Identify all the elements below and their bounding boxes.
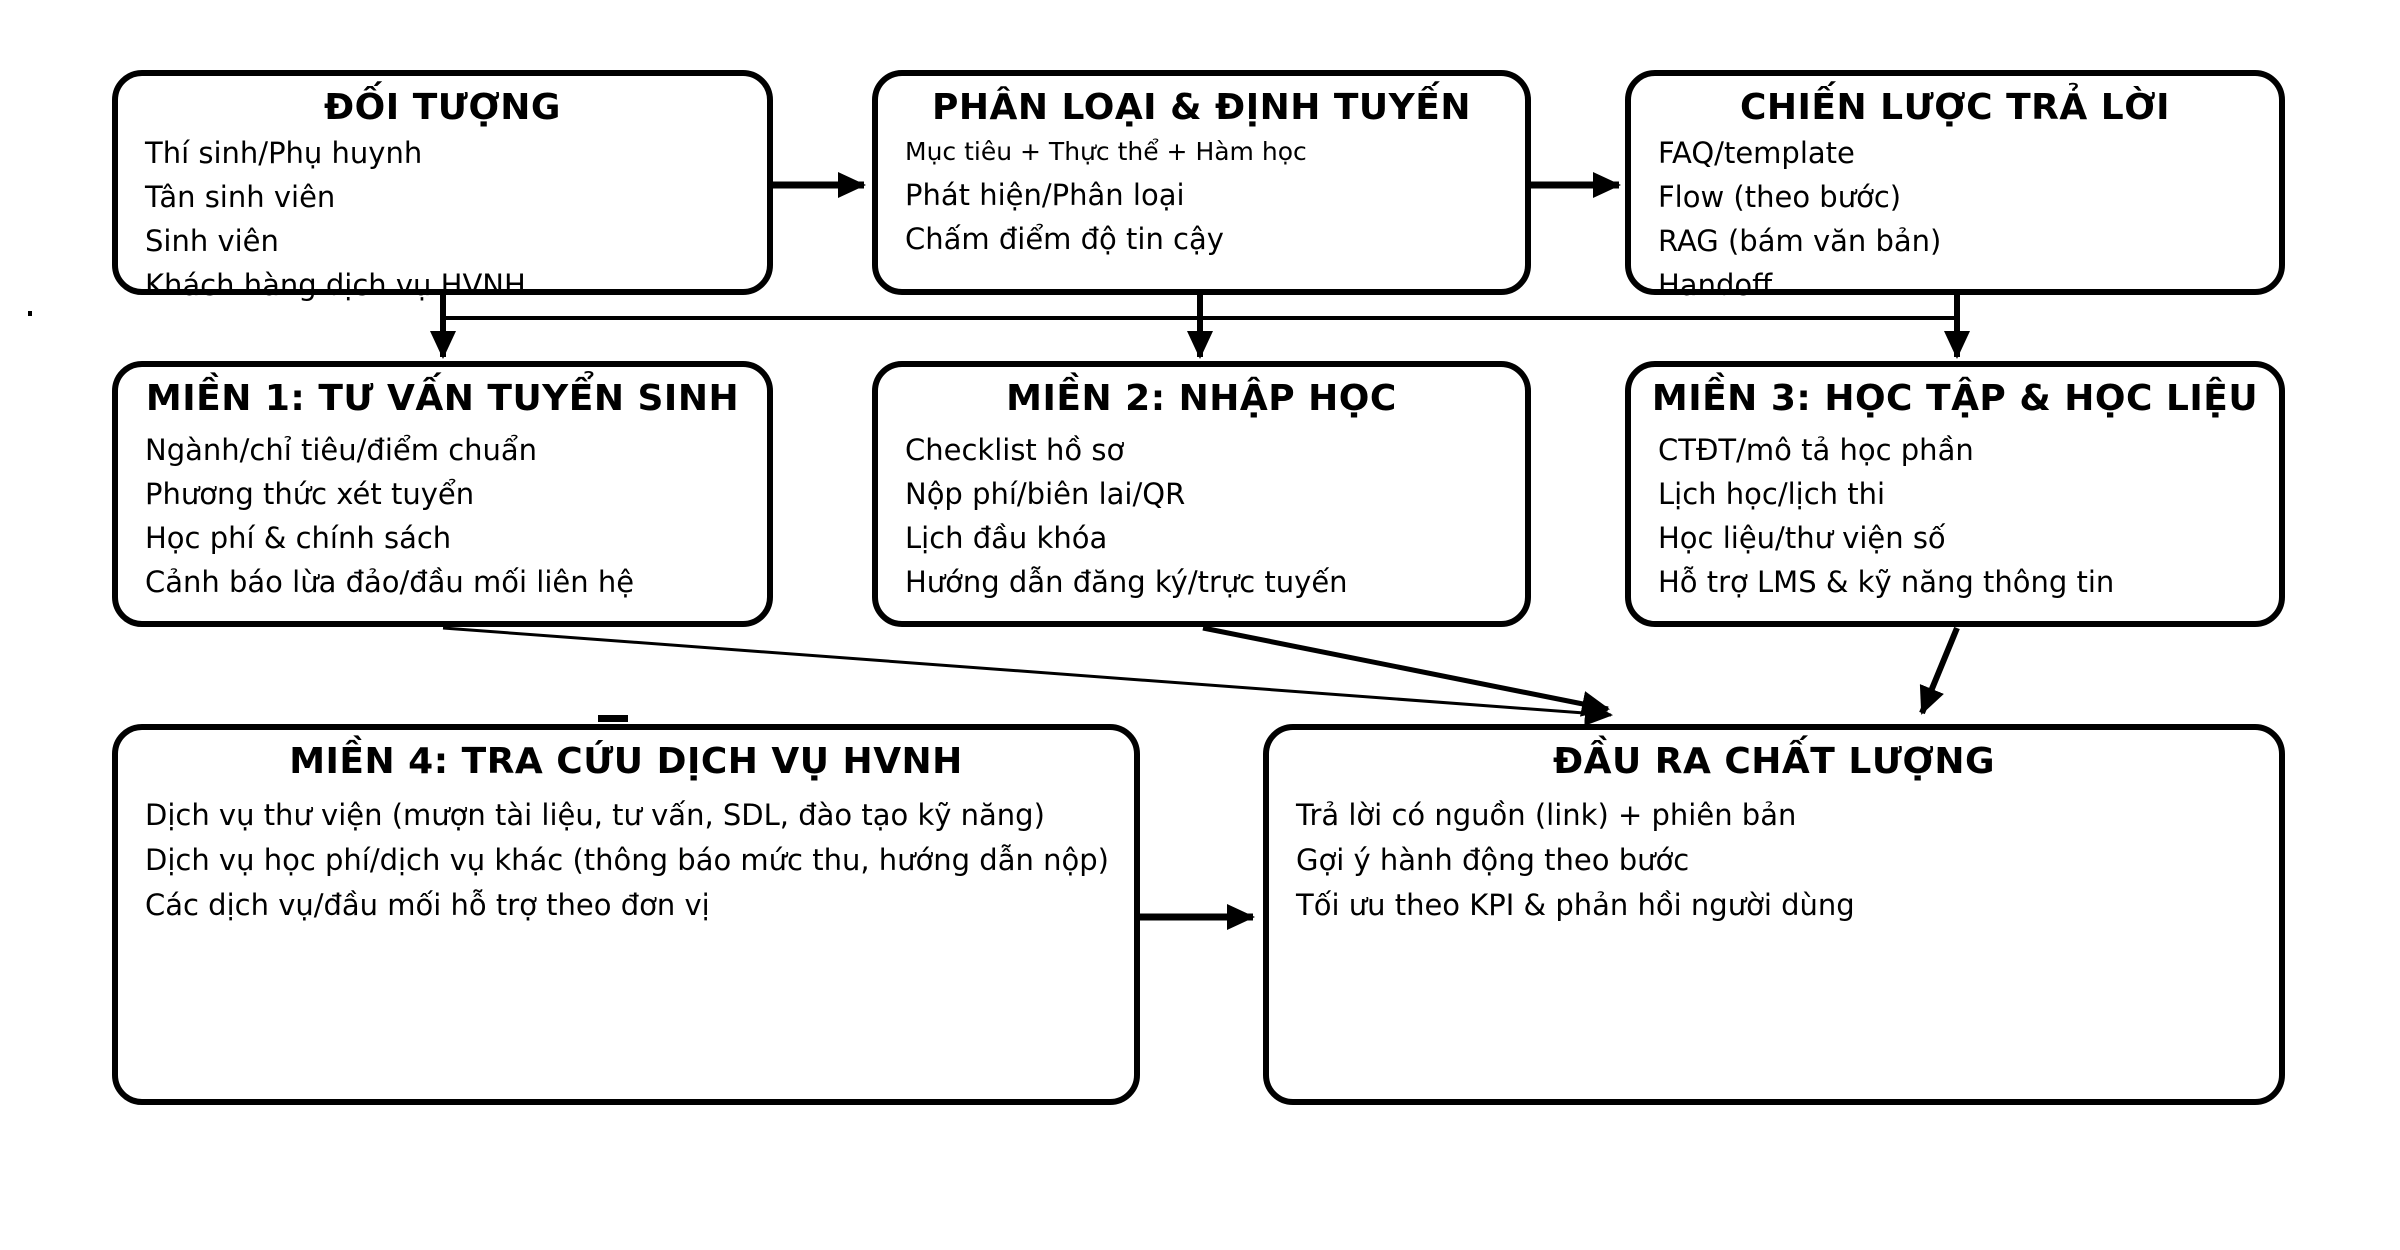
node-mien-1-tu-van-tuyen-sinh: MIỀN 1: TƯ VẤN TUYỂN SINH Ngành/chỉ tiêu… <box>112 361 773 627</box>
list-item: Lịch học/lịch thi <box>1658 477 1886 511</box>
arrow-mien3-to-daura <box>1919 626 1960 715</box>
list-item: Dịch vụ thư viện (mượn tài liệu, tư vấn,… <box>145 798 1045 832</box>
list-item: Thí sinh/Phụ huynh <box>145 136 423 170</box>
list-item: Các dịch vụ/đầu mối hỗ trợ theo đơn vị <box>145 888 710 922</box>
node-chien-luoc-tra-loi: CHIẾN LƯỢC TRẢ LỜI FAQ/template Flow (th… <box>1625 70 2285 302</box>
list-item: Trả lời có nguồn (link) + phiên bản <box>1296 798 1797 832</box>
arrow-mien1-to-daura <box>442 626 1613 727</box>
stray-dot-mark <box>28 311 32 316</box>
node-title: MIỀN 4: TRA CỨU DỊCH VỤ HVNH <box>289 741 963 782</box>
node-title: ĐẦU RA CHẤT LƯỢNG <box>1552 741 1996 782</box>
node-phan-loai-dinh-tuyen: PHÂN LOẠI & ĐỊNH TUYẾN Mục tiêu + Thực t… <box>872 70 1531 295</box>
node-item-list: Ngành/chỉ tiêu/điểm chuẩn Phương thức xé… <box>118 428 767 604</box>
list-item: Checklist hồ sơ <box>905 433 1125 467</box>
list-item: Tối ưu theo KPI & phản hồi người dùng <box>1296 888 1855 922</box>
node-title: MIỀN 3: HỌC TẬP & HỌC LIỆU <box>1651 378 2259 419</box>
node-mien-2-nhap-hoc: MIỀN 2: NHẬP HỌC Checklist hồ sơ Nộp phí… <box>872 361 1531 627</box>
list-item: CTĐT/mô tả học phần <box>1658 433 1974 467</box>
list-item: Dịch vụ học phí/dịch vụ khác (thông báo … <box>145 843 1109 877</box>
node-title: MIỀN 1: TƯ VẤN TUYỂN SINH <box>145 378 740 419</box>
list-item: Sinh viên <box>145 224 279 258</box>
list-item: Handoff <box>1658 268 1773 302</box>
list-item: Học liệu/thư viện số <box>1658 521 1946 555</box>
node-dau-ra-chat-luong: ĐẦU RA CHẤT LƯỢNG Trả lời có nguồn (link… <box>1263 724 2285 1105</box>
node-item-list: Mục tiêu + Thực thể + Hàm học Phát hiện/… <box>878 131 1525 261</box>
list-item: Khách hàng dịch vụ HVNH <box>145 268 526 302</box>
node-title: PHÂN LOẠI & ĐỊNH TUYẾN <box>932 87 1471 128</box>
list-item: FAQ/template <box>1658 136 1855 170</box>
list-item: Hỗ trợ LMS & kỹ năng thông tin <box>1658 565 2115 599</box>
node-mien-3-hoc-tap-hoc-lieu: MIỀN 3: HỌC TẬP & HỌC LIỆU CTĐT/mô tả họ… <box>1625 361 2285 627</box>
node-title: ĐỐI TƯỢNG <box>324 87 561 128</box>
list-item: Mục tiêu + Thực thể + Hàm học <box>905 137 1307 166</box>
list-item: Phát hiện/Phân loại <box>905 178 1185 212</box>
node-item-list: FAQ/template Flow (theo bước) RAG (bám v… <box>1631 131 2279 307</box>
list-item: Flow (theo bước) <box>1658 180 1902 214</box>
list-item: Học phí & chính sách <box>145 521 452 555</box>
list-item: Nộp phí/biên lai/QR <box>905 477 1186 511</box>
list-item: Lịch đầu khóa <box>905 521 1108 555</box>
node-mien-4-tra-cuu-dich-vu: MIỀN 4: TRA CỨU DỊCH VỤ HVNH Dịch vụ thư… <box>112 724 1140 1105</box>
node-item-list: Thí sinh/Phụ huynh Tân sinh viên Sinh vi… <box>118 131 767 307</box>
list-item: Cảnh báo lừa đảo/đầu mối liên hệ <box>145 565 635 599</box>
node-doi-tuong: ĐỐI TƯỢNG Thí sinh/Phụ huynh Tân sinh vi… <box>112 70 773 302</box>
list-item: Hướng dẫn đăng ký/trực tuyến <box>905 565 1348 599</box>
node-item-list: Dịch vụ thư viện (mượn tài liệu, tư vấn,… <box>118 793 1134 928</box>
node-item-list: Checklist hồ sơ Nộp phí/biên lai/QR Lịch… <box>878 428 1525 604</box>
list-item: Ngành/chỉ tiêu/điểm chuẩn <box>145 433 538 467</box>
list-item: Chấm điểm độ tin cậy <box>905 222 1224 256</box>
list-item: Phương thức xét tuyển <box>145 477 475 511</box>
list-item: Gợi ý hành động theo bước <box>1296 843 1690 877</box>
node-title: CHIẾN LƯỢC TRẢ LỜI <box>1739 87 2171 128</box>
list-item: Tân sinh viên <box>145 180 336 214</box>
stray-dash-mark <box>598 715 628 722</box>
node-item-list: CTĐT/mô tả học phần Lịch học/lịch thi Họ… <box>1631 428 2279 604</box>
node-item-list: Trả lời có nguồn (link) + phiên bản Gợi … <box>1269 793 2279 928</box>
node-title: MIỀN 2: NHẬP HỌC <box>1006 378 1397 419</box>
list-item: RAG (bám văn bản) <box>1658 224 1942 258</box>
arrow-mien2-to-daura <box>1202 625 1610 717</box>
